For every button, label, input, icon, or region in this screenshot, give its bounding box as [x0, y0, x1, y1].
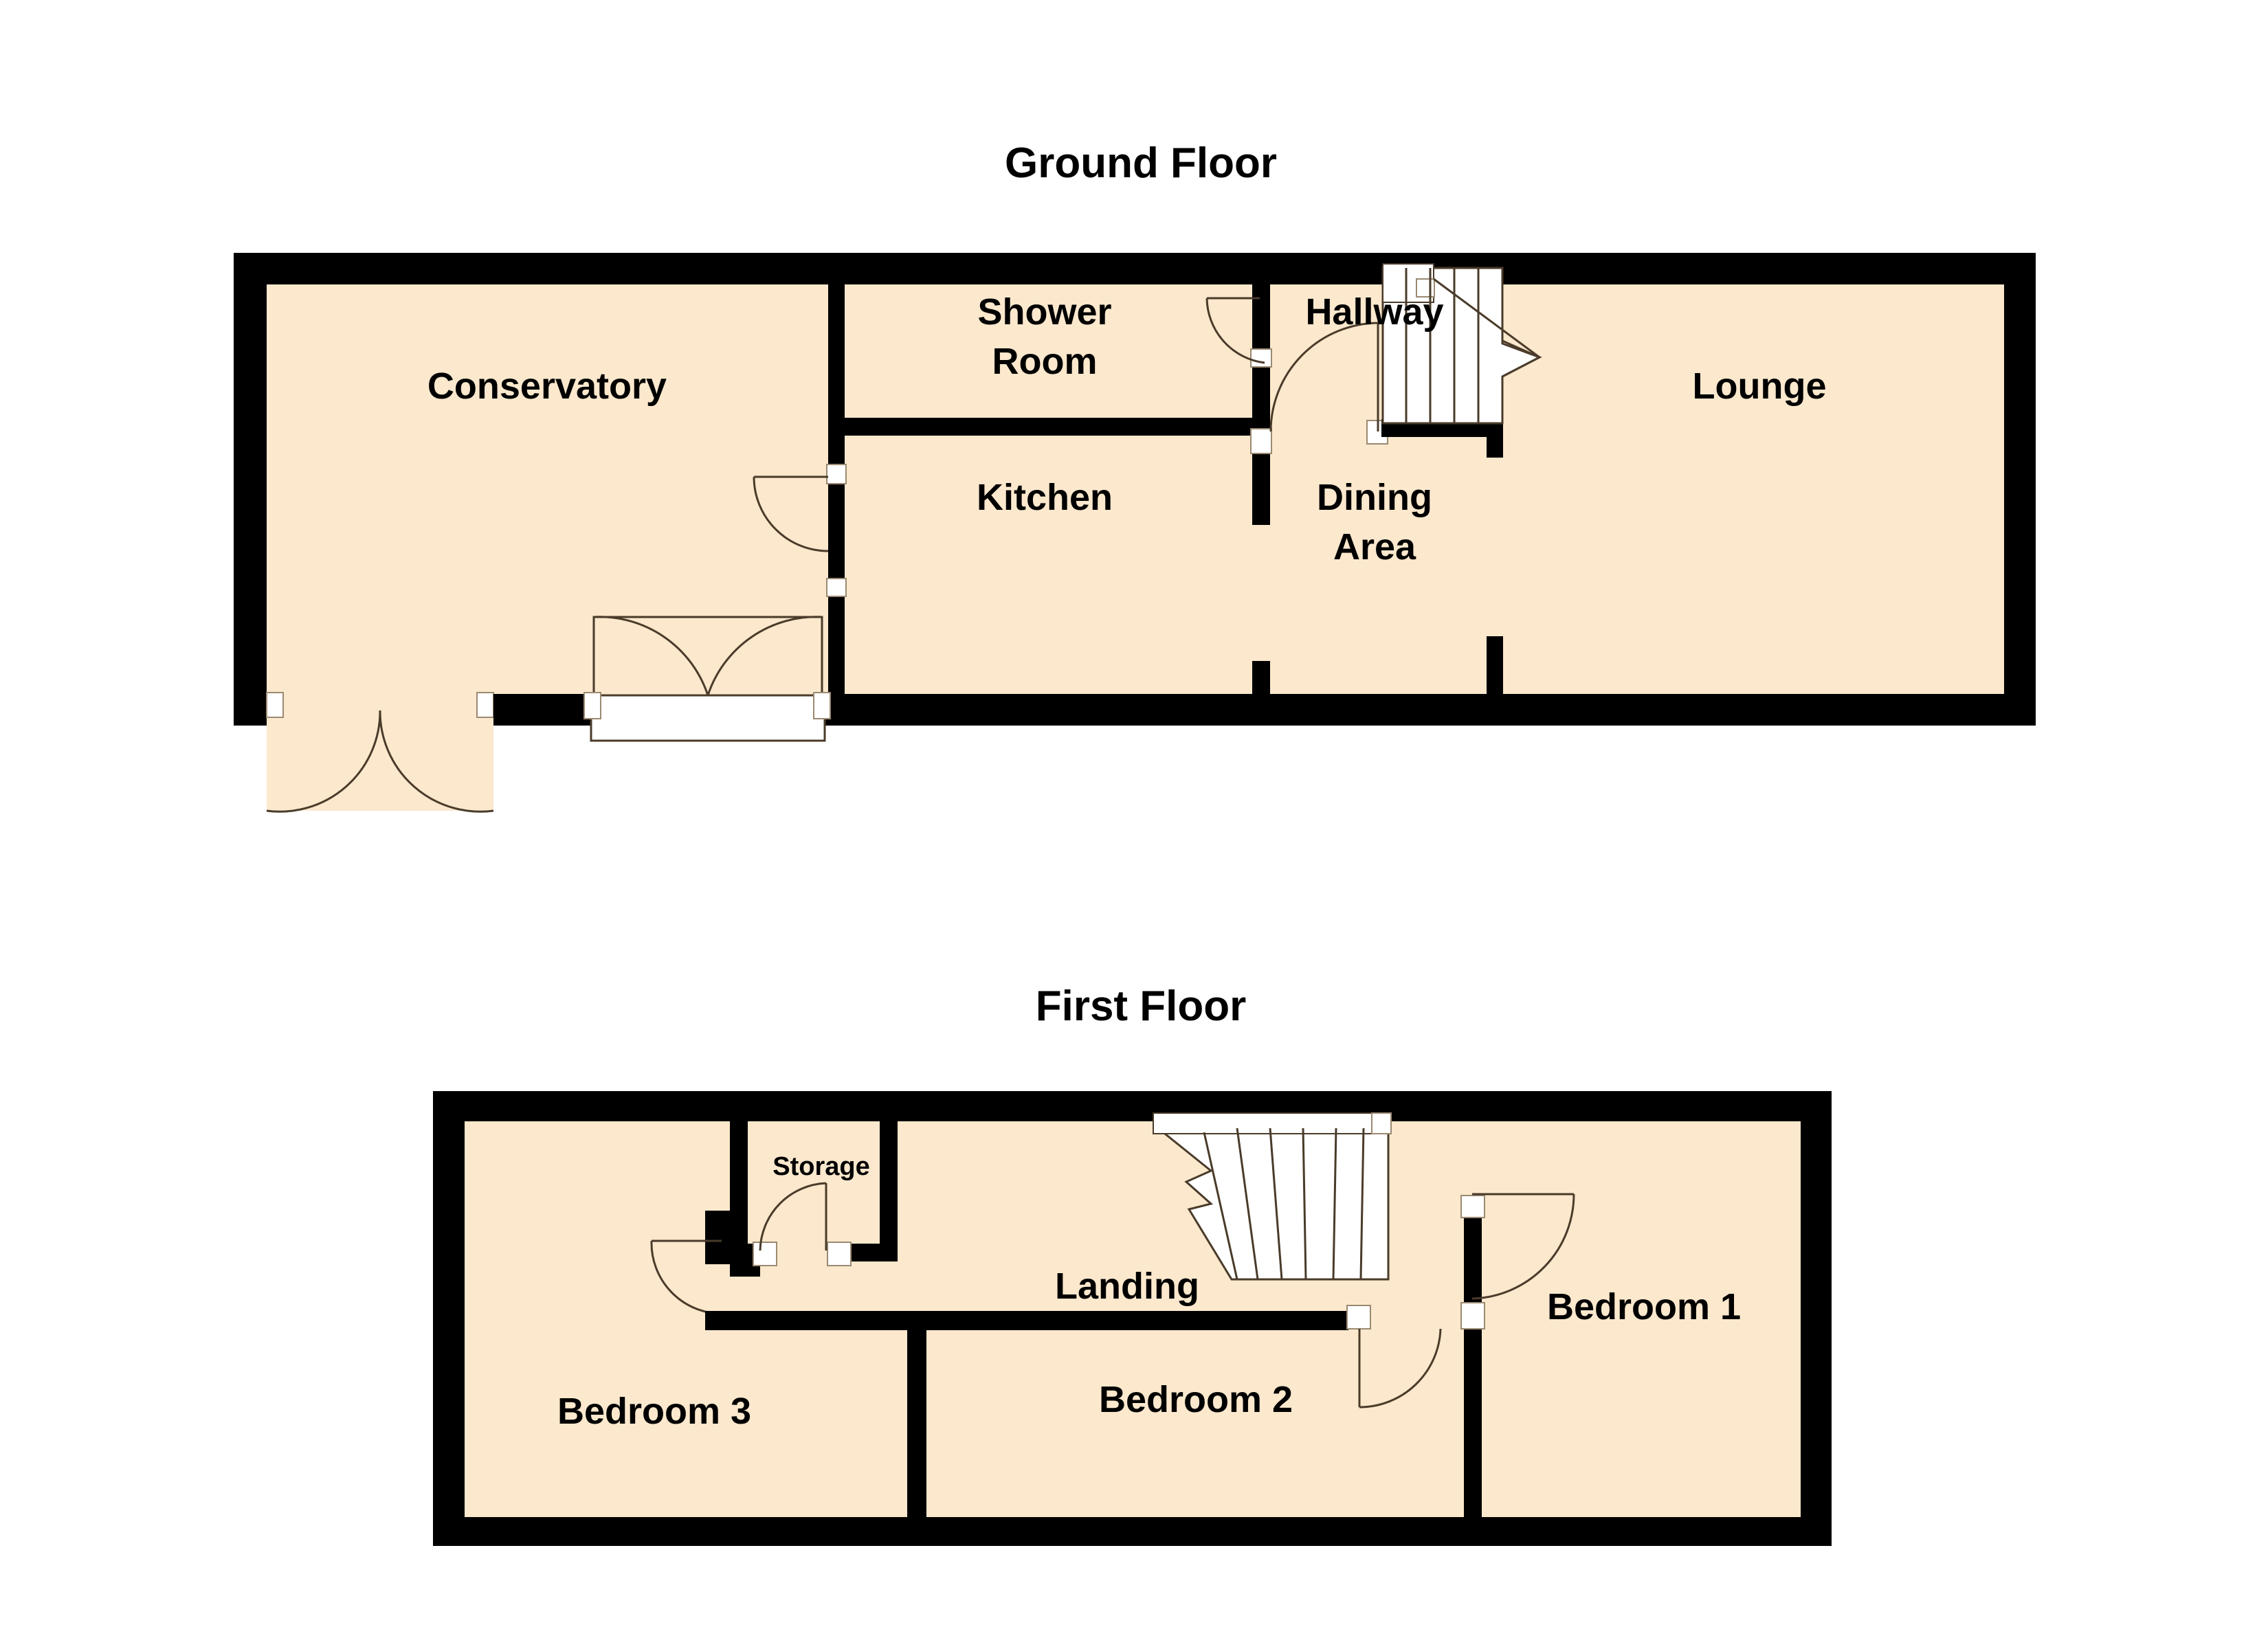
stair-riser [1359, 1128, 1365, 1280]
room-label-dining-area-line2: Area [1333, 526, 1416, 568]
wall-kitchen-left-lower [828, 588, 845, 694]
stair-riser [1269, 1128, 1283, 1280]
room-label-dining-area-line1: Dining [1317, 477, 1432, 518]
stair-riser [1203, 1132, 1238, 1280]
french-door-arc-right [707, 616, 823, 696]
room-label-bedroom-1: Bedroom 1 [1547, 1286, 1741, 1327]
room-label-shower-room-line1: Shower [977, 291, 1111, 333]
door-jamb-shower-bottom [1250, 428, 1272, 454]
french-door-arc-left [593, 616, 709, 696]
room-label-bedroom-2: Bedroom 2 [1099, 1379, 1293, 1420]
wall-landing-bedroom1-upper [1464, 1215, 1482, 1304]
door-jamb-bedroom1-bottom [1460, 1302, 1485, 1330]
door-arc-bedroom1 [1471, 1193, 1575, 1300]
stair-direction-arrow [1433, 278, 1540, 359]
room-label-landing: Landing [1055, 1266, 1199, 1307]
room-label-hallway: Hallway [1305, 291, 1443, 333]
door-jamb-storage-left [753, 1242, 777, 1266]
door-jamb-conservatory-right [476, 692, 494, 718]
ground-floor-group: Ground Floor [234, 139, 2036, 813]
room-label-kitchen: Kitchen [977, 477, 1113, 518]
conservatory-door-leaf-right-fill [379, 694, 493, 812]
door-jamb-conservatory-left [266, 692, 284, 718]
conservatory-door-leaf-left-fill [267, 694, 381, 812]
door-jamb-french-right [813, 692, 831, 719]
door-arc-conservatory-kitchen [753, 476, 829, 552]
door-jamb-storage-right [827, 1242, 852, 1266]
ground-staircase [1381, 263, 1542, 425]
wall-bedroom3-bedroom2-vertical [907, 1329, 926, 1517]
ground-floor-fill [267, 284, 2004, 694]
door-arc-hallway-dining [1269, 322, 1379, 432]
wall-kitchen-dining-stub [1252, 661, 1270, 694]
ground-floor-title: Ground Floor [1005, 139, 1277, 187]
first-staircase-body [1155, 1127, 1390, 1281]
wall-shower-right-upper [1252, 284, 1270, 353]
stair-riser [1332, 1128, 1337, 1280]
first-floor-title: First Floor [1036, 983, 1247, 1030]
first-staircase-top-rail [1153, 1112, 1390, 1134]
staircase-jamb [1416, 278, 1435, 298]
first-floor-group: First Floor [433, 983, 1832, 1546]
room-label-shower-room-line2: Room [992, 341, 1098, 382]
room-label-storage: Storage [772, 1152, 869, 1181]
french-door-recess [592, 616, 823, 697]
wall-bedroom3-bedroom2-horizontal [705, 1311, 1348, 1330]
door-jamb-shower-top [1250, 348, 1272, 368]
door-jamb-conservatory-kitchen [826, 464, 847, 484]
room-label-lounge: Lounge [1693, 366, 1827, 407]
door-jamb-french-left [583, 692, 601, 719]
door-jamb-kitchen-lower [826, 578, 847, 597]
wall-conservatory-kitchen-lower [828, 481, 845, 588]
door-jamb-bedroom1-top [1460, 1195, 1485, 1218]
wall-conservatory-kitchen-upper [828, 284, 845, 469]
door-arc-bedroom2 [1359, 1328, 1442, 1409]
wall-shower-kitchen [828, 418, 1261, 436]
wall-shower-right-lower [1252, 451, 1270, 525]
wall-dining-lounge-lower [1487, 636, 1503, 694]
stair-riser [1302, 1128, 1307, 1280]
room-label-conservatory: Conservatory [427, 366, 667, 407]
room-label-bedroom-3: Bedroom 3 [557, 1391, 751, 1432]
stair-riser [1236, 1128, 1259, 1280]
conservatory-door-arc-right [379, 710, 494, 813]
door-jamb-bedroom2 [1346, 1305, 1371, 1330]
conservatory-door-arc-left [266, 710, 381, 813]
french-door-sill [590, 693, 826, 742]
door-arc-storage [759, 1182, 827, 1251]
wall-between-openings [493, 694, 595, 726]
wall-landing-bedroom1-lower [1464, 1327, 1482, 1517]
wall-storage-right [880, 1121, 898, 1257]
stair-arrowhead [1502, 339, 1542, 378]
first-staircase-jamb [1371, 1112, 1392, 1134]
first-staircase [1153, 1112, 1392, 1281]
door-arc-shower [1205, 298, 1265, 364]
